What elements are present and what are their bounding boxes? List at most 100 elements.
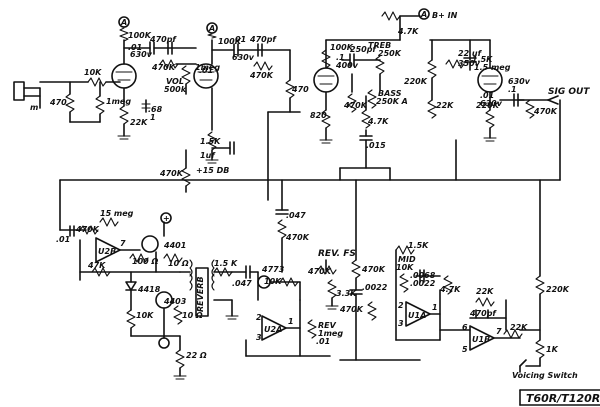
- component-label-c-1-3: .1: [336, 53, 345, 62]
- component-label-r-10k-4: 10K: [396, 263, 414, 272]
- component-label-c-630v-2: 630v: [232, 53, 255, 62]
- mid-eq: 470K .0022 470K 1.5K MID 10K .0068 .0022…: [339, 179, 471, 361]
- tube-v2: .01 A 100K 1.5K 1uf +15 DB 470K: [159, 22, 242, 193]
- component-label-r-47k-6: 4.7K: [439, 285, 461, 294]
- component-label-rev-fs: REV. FS: [318, 249, 356, 259]
- component-label-pin6: 6: [462, 323, 468, 332]
- component-label-pin1: 1: [432, 303, 438, 312]
- component-label-bass: BASS: [378, 89, 402, 98]
- tube-v1: A 100K 22K .68 1: [111, 16, 163, 140]
- component-label-r-470k-10: 470K: [361, 265, 386, 274]
- component-label-c-0068: .0068: [410, 271, 436, 280]
- component-label-rev-pot: REV: [318, 321, 337, 330]
- component-label-r-4773: 4773: [261, 265, 285, 274]
- component-label-c-01-2: .01: [232, 35, 246, 44]
- component-label-c-1-4: .1: [508, 85, 517, 94]
- component-label-r-1meg-rev: 1meg: [318, 329, 343, 338]
- component-label-r-15meg: 1.5 meg: [474, 63, 511, 72]
- component-label-c-01-6: .01: [316, 337, 330, 346]
- title-block: T60R/T120R: [519, 389, 600, 406]
- component-label-r-100k-2: 100K: [218, 37, 242, 46]
- component-label-c-1uf-1: 1uf: [200, 151, 216, 160]
- component-label-plus15db: +15 DB: [196, 166, 229, 175]
- tube-v3: 4.7K A B+ IN 100K 820 .1 400v: [310, 8, 458, 144]
- component-label-r-220k-3: 220K: [476, 101, 500, 110]
- component-label-c-470pf-1: 470pf: [149, 35, 177, 44]
- stage1-coupling: .01 630v 470pf 470K VOL 500k 1meg: [123, 35, 220, 95]
- reverb-feed: .047 470K: [275, 179, 310, 273]
- component-label-r-1meg-vol: 1meg: [195, 63, 220, 72]
- component-label-r-4401: 4401: [163, 241, 186, 250]
- component-label-voicing: Voicing Switch: [512, 371, 578, 380]
- component-label-r-33k: 3.3K: [336, 289, 357, 298]
- tube-v4: 22 uf 350v 220K 22K 1.5K 1.5 meg 220K .0…: [404, 39, 590, 142]
- component-label-c-047-1: .047: [286, 211, 306, 220]
- component-label-a-symbol: A: [420, 10, 427, 19]
- component-label-r-15k-2: 1.5K: [472, 55, 493, 64]
- component-label-pin5: 5: [462, 345, 468, 354]
- component-label-r-47k-4: 4.7K: [367, 117, 389, 126]
- component-label-c-400v: 400v: [335, 61, 359, 70]
- component-label-r-220k-4: 220K: [546, 285, 570, 294]
- component-label-r-220k-1: 220K: [404, 77, 428, 86]
- component-label-r-10-1: 10 Ω: [168, 259, 189, 268]
- component-label-r-470k-2: 470K: [249, 71, 274, 80]
- component-label-a-symbol: A: [208, 24, 215, 33]
- component-label-b-plus-in: B+ IN: [432, 11, 458, 20]
- component-label-r-1k: 1K: [546, 345, 559, 354]
- component-label-r1meg-in: 1meg: [106, 97, 131, 106]
- component-label-r-4403: 4403: [163, 297, 187, 306]
- component-label-plus-symbol: +: [163, 214, 170, 223]
- component-label-r10k-in: 10K: [84, 68, 102, 77]
- component-label-r-250ka: 250K A: [376, 97, 408, 106]
- component-label-r-22k-5: 22K: [510, 323, 528, 332]
- component-label-vol: VOL: [166, 77, 184, 86]
- component-label-r470-in: 470: [49, 98, 67, 107]
- component-label-c-470pf-3: 470pf: [469, 309, 497, 318]
- component-label-pin3: 3: [398, 319, 404, 328]
- component-label-r-100: 100 Ω: [132, 257, 158, 266]
- component-label-pin3: 3: [256, 333, 262, 342]
- component-label-c-470pf-2: 470pf: [249, 35, 277, 44]
- component-label-r-10-2: 10 Ω: [182, 311, 203, 320]
- component-label-r-100k-3: 100K: [330, 43, 354, 52]
- component-label-r-820: 820: [310, 111, 327, 120]
- component-label-c-1-1: 1: [150, 113, 156, 122]
- component-label-r-15k-4: 1.5K: [408, 241, 429, 250]
- component-label-c-630v-4: 630v: [508, 77, 531, 86]
- stage2-coupling: .01 630v 470pf 470K 470: [211, 35, 309, 201]
- reverb-driver: .01 470K 15 meg U2B 7 4401 + 100 Ω 10 Ω …: [56, 209, 207, 380]
- component-label-pin2: 2: [256, 313, 262, 322]
- component-label-c-0022-2: .0022: [410, 279, 436, 288]
- component-label-c-01-5: .01: [56, 235, 70, 244]
- component-label-pin7: 7: [120, 239, 126, 248]
- component-label-r-15k-1: 1.5K: [200, 137, 221, 146]
- component-label-r-470k-5: 470K: [533, 107, 558, 116]
- component-label-r-47k-5: 47K: [87, 261, 106, 270]
- component-label-c-22uf: 22 uf: [458, 49, 483, 58]
- tone-stack: 250pf TREB 250K BASS 250K A 470K 4.7K .0…: [339, 41, 408, 169]
- component-label-r-470k-1: 470K: [151, 63, 176, 72]
- component-label-r-22-om: 22 Ω: [186, 351, 207, 360]
- component-label-u2b: U2B: [98, 247, 116, 256]
- component-label-r-22k-4: 22K: [476, 287, 494, 296]
- component-label-c-630v-1: 630v: [130, 50, 153, 59]
- input-network: 10K 470 1meg: [49, 68, 131, 123]
- component-label-r-22k-1: 22K: [130, 118, 148, 127]
- component-label-u1a: U1A: [408, 311, 426, 320]
- component-label-mid: MID: [398, 255, 416, 264]
- component-label-r-22k-2: 22K: [436, 101, 454, 110]
- component-label-r-470k-8: 470K: [75, 225, 100, 234]
- component-label-r-470k-3: 470K: [159, 169, 184, 178]
- component-label-c-0022: .0022: [362, 283, 388, 292]
- component-label-c-047-2: .047: [232, 279, 252, 288]
- component-label-r-10k-3: 10K: [264, 277, 282, 286]
- component-label-treb: TREB: [368, 41, 391, 50]
- component-label-r-470k-7: 470K: [285, 233, 310, 242]
- component-label-r-470k-9: 470K: [307, 267, 332, 276]
- component-label-c-01-1: .01: [128, 43, 142, 52]
- component-label-c-100k-1: 100K: [128, 31, 152, 40]
- component-label-c-01-4: .01: [480, 91, 494, 100]
- reverb-tank: REVERB: [179, 259, 239, 320]
